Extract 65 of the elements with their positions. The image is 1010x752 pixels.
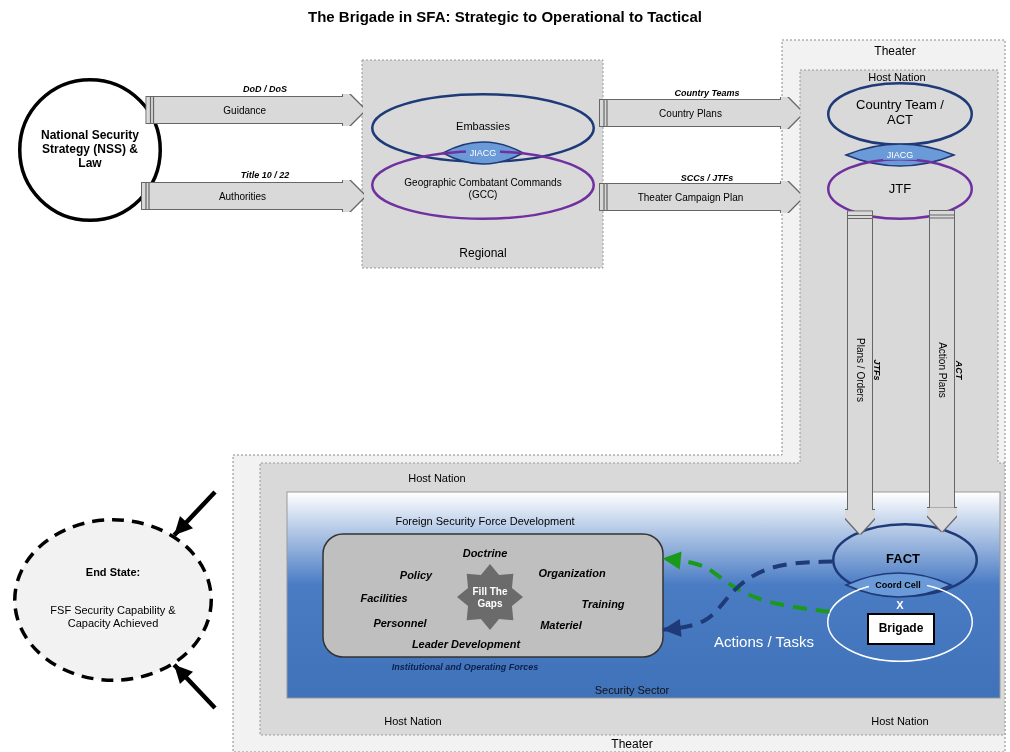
star-shape [457, 564, 523, 630]
arrow [172, 663, 217, 710]
node-label: Country Team / ACT [855, 98, 945, 128]
edge-label: Action Plans [936, 342, 948, 398]
node-label: Host Nation [383, 714, 443, 728]
ellipse-node [827, 158, 973, 220]
ellipse-node [827, 82, 973, 146]
node-label: Leader Development [410, 637, 522, 651]
node-label: JTF [887, 181, 913, 197]
node-label: End State: [84, 565, 142, 579]
node-label: JIACG [883, 149, 917, 161]
node-label: FACT [885, 551, 921, 567]
node-label: Security Sector [593, 683, 671, 697]
annotation-label: Title 10 / 22 [240, 170, 290, 180]
overlap-lens [443, 142, 523, 164]
annotation-label: Country Teams [674, 88, 740, 98]
arrow [662, 559, 833, 637]
diagram-title: The Brigade in SFA: Strategic to Operational to Tactical [307, 8, 703, 25]
node-label: Embassies [455, 119, 511, 133]
edge-label: Guidance [223, 104, 267, 116]
ellipse-node [832, 523, 978, 597]
annotation-label: JTFs [872, 359, 882, 381]
arrow [172, 490, 217, 537]
edge-label: Country Plans [659, 107, 722, 119]
node-label: Coord Cell [869, 579, 927, 591]
node-label: X [895, 598, 905, 612]
end-state-ellipse [13, 518, 213, 682]
unit-box [868, 614, 934, 644]
node-label: Host Nation [870, 714, 930, 728]
edge-label: Plans / Orders [854, 338, 866, 402]
node-label: Host Nation [407, 471, 467, 485]
region-panel [362, 60, 603, 268]
annotation-label: ACT [954, 360, 964, 380]
node-label: Theater [873, 45, 917, 59]
node-label: National Security Strategy (NSS) & Law [40, 129, 140, 171]
edge-label: Authorities [218, 190, 267, 202]
ellipse-node [371, 93, 595, 163]
overlap-lens [846, 144, 954, 166]
node-label: Theater [610, 738, 654, 752]
node-label: Fill The Gaps [472, 585, 508, 609]
node-label: FSF Security Capability & Capacity Achieved [49, 604, 177, 630]
node-label: Policy [398, 568, 434, 582]
annotation-label: SCCs / JTFs [680, 173, 734, 183]
node-label: JIACG [466, 147, 500, 159]
node-caption: Institutional and Operating Forces [390, 661, 540, 673]
security-sector-panel [287, 492, 1000, 698]
node-label: Training [580, 597, 626, 611]
node-label: Geographic Combatant Commands (GCC) [403, 176, 563, 200]
overlap-lens [846, 573, 951, 597]
annotation-label: Actions / Tasks [714, 632, 814, 650]
node-label: Personnel [372, 616, 428, 630]
node-label: Regional [458, 247, 508, 261]
node-label: Materiel [539, 618, 583, 632]
annotation-label: DoD / DoS [243, 84, 287, 94]
arrow [662, 551, 830, 614]
node-label: Facilities [359, 591, 409, 605]
node-label: Doctrine [461, 546, 509, 560]
node-label: Host Nation [867, 70, 927, 84]
ellipse-node [371, 150, 595, 220]
node-label: Brigade [877, 622, 925, 636]
node-label: Foreign Security Force Development [394, 514, 576, 528]
edge-label: Theater Campaign Plan [637, 191, 744, 203]
ellipse-node [827, 582, 973, 662]
strategy-circle [18, 78, 162, 222]
node-label: Organization [537, 566, 607, 580]
